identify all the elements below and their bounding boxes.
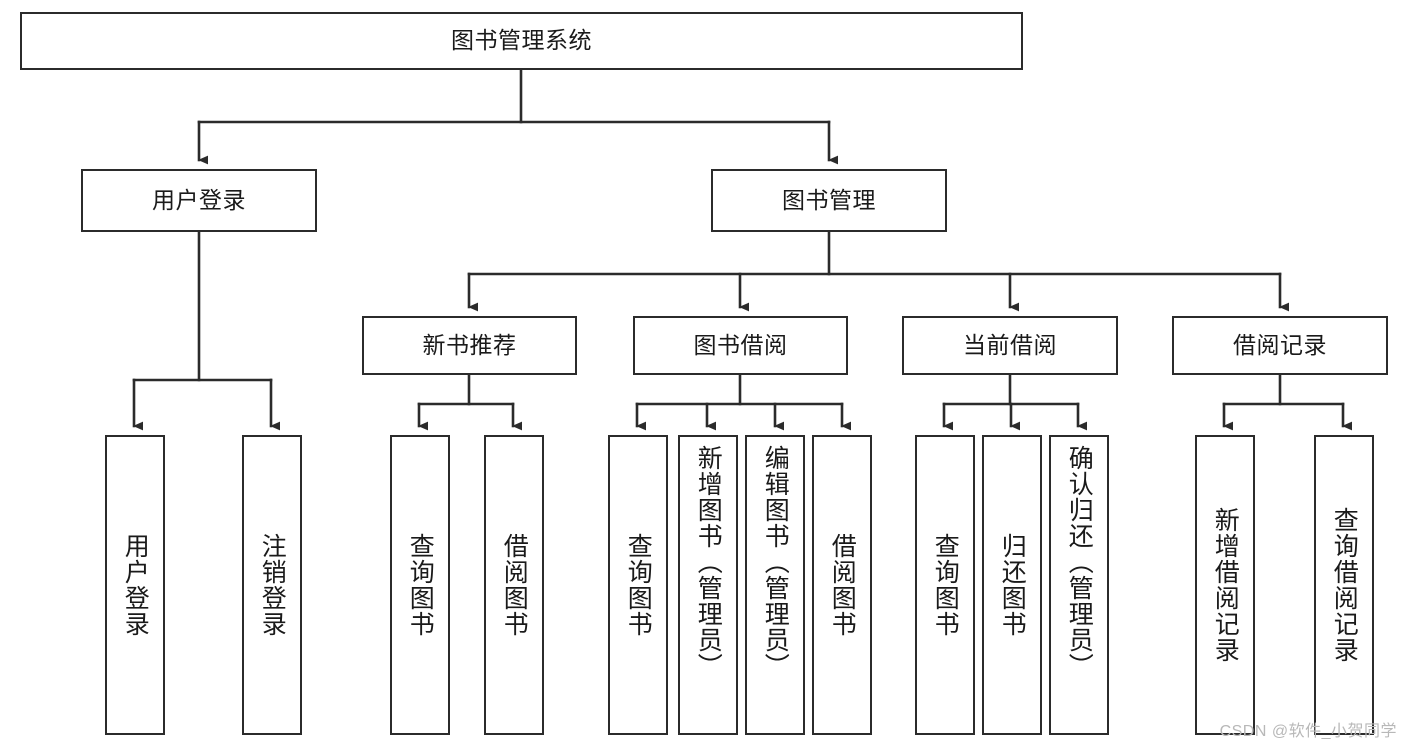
node-book-management[interactable]: 图书管理 (711, 169, 947, 232)
node-leaf-user-login[interactable]: 用户登录 (105, 435, 165, 735)
node-label: 查询借阅记录 (1330, 507, 1359, 663)
node-leaf-borrow-book-recommend[interactable]: 借阅图书 (484, 435, 544, 735)
node-label: 注销登录 (258, 533, 287, 637)
node-leaf-confirm-return-admin[interactable]: 确认归还（管理员） (1049, 435, 1109, 735)
node-current-borrow[interactable]: 当前借阅 (902, 316, 1118, 375)
node-label: 图书管理 (782, 186, 876, 213)
node-leaf-add-borrow-record[interactable]: 新增借阅记录 (1195, 435, 1255, 735)
node-leaf-query-book-current[interactable]: 查询图书 (915, 435, 975, 735)
node-label: 查询图书 (931, 533, 960, 637)
node-book-borrow[interactable]: 图书借阅 (633, 316, 848, 375)
node-label: 用户登录 (121, 533, 150, 637)
node-leaf-query-borrow-record[interactable]: 查询借阅记录 (1314, 435, 1374, 735)
node-user-login[interactable]: 用户登录 (81, 169, 317, 232)
node-root-book-management-system[interactable]: 图书管理系统 (20, 12, 1023, 70)
node-label: 借阅图书 (500, 533, 529, 637)
node-label: 查询图书 (624, 533, 653, 637)
node-leaf-borrow-book[interactable]: 借阅图书 (812, 435, 872, 735)
node-label: 新书推荐 (422, 331, 517, 358)
node-leaf-user-logout[interactable]: 注销登录 (242, 435, 302, 735)
node-leaf-query-book-borrow[interactable]: 查询图书 (608, 435, 668, 735)
watermark-text: CSDN @软件_小贺同学 (1219, 723, 1397, 740)
node-label: 当前借阅 (963, 331, 1057, 358)
node-label: 确认归还（管理员） (1065, 445, 1094, 679)
node-leaf-query-book-recommend[interactable]: 查询图书 (390, 435, 450, 735)
node-label: 用户登录 (152, 186, 246, 213)
node-label: 图书借阅 (693, 331, 788, 358)
node-leaf-add-book-admin[interactable]: 新增图书（管理员） (678, 435, 738, 735)
node-leaf-edit-book-admin[interactable]: 编辑图书（管理员） (745, 435, 805, 735)
node-label: 编辑图书（管理员） (761, 445, 790, 679)
node-borrow-record[interactable]: 借阅记录 (1172, 316, 1388, 375)
node-label: 借阅记录 (1233, 331, 1327, 358)
node-leaf-return-book[interactable]: 归还图书 (982, 435, 1042, 735)
node-label: 借阅图书 (828, 533, 857, 637)
node-new-book-recommend[interactable]: 新书推荐 (362, 316, 577, 375)
node-label: 新增借阅记录 (1211, 507, 1240, 663)
node-label: 归还图书 (998, 533, 1027, 637)
node-label: 新增图书（管理员） (694, 445, 723, 679)
node-label: 图书管理系统 (451, 27, 592, 54)
node-label: 查询图书 (406, 533, 435, 637)
